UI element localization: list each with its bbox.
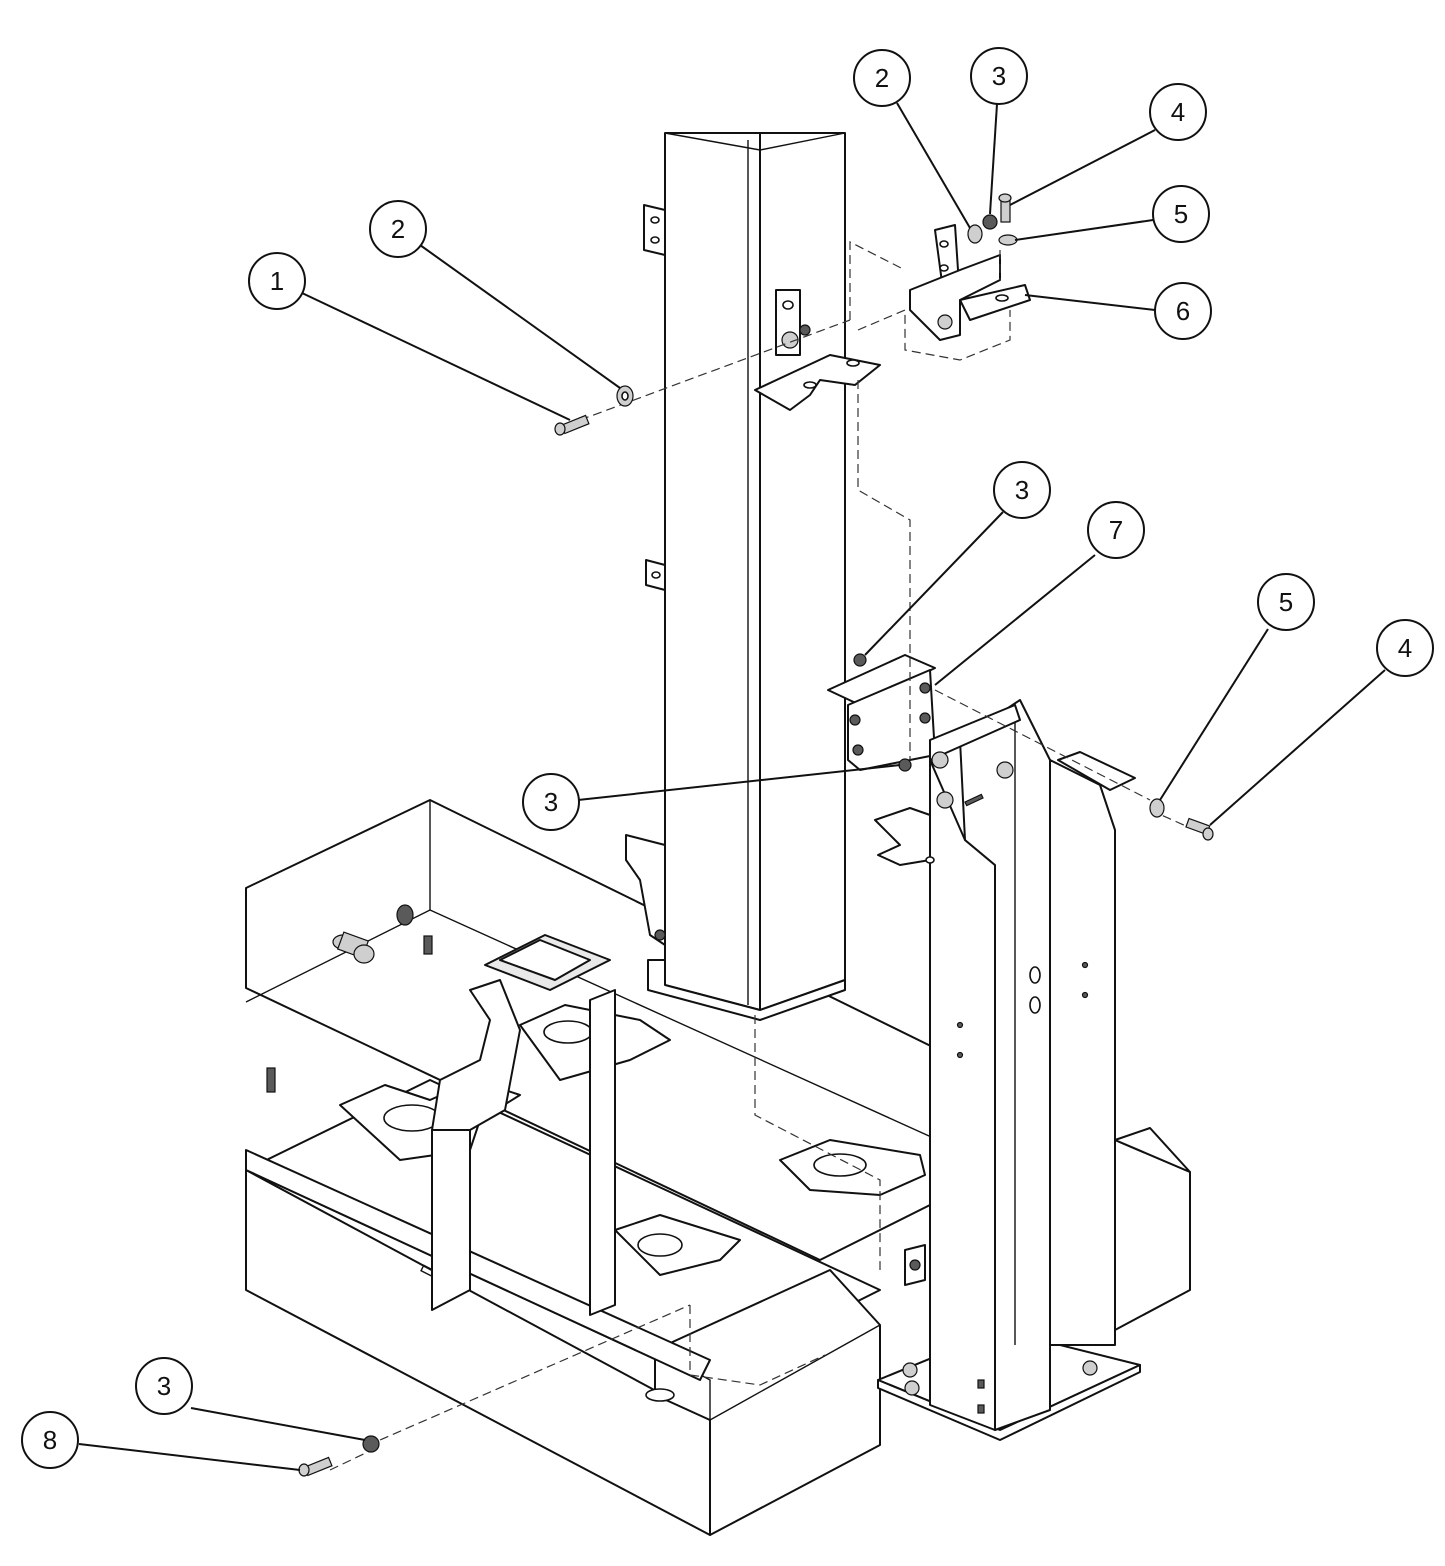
svg-text:3: 3: [992, 61, 1006, 91]
callout-balloon-5: 5: [1257, 573, 1315, 631]
callout-balloon-2: 2: [369, 200, 427, 258]
callout-balloon-3: 3: [993, 461, 1051, 519]
callout-balloon-8: 8: [21, 1411, 79, 1469]
callout-balloon-5: 5: [1152, 185, 1210, 243]
svg-text:5: 5: [1279, 587, 1293, 617]
washer-2-top: [967, 224, 983, 244]
svg-text:5: 5: [1174, 199, 1188, 229]
callout-leaders: [78, 102, 1386, 1471]
callout-balloon-3: 3: [522, 773, 580, 831]
bolt-4-top: [998, 193, 1012, 223]
callout-balloon-1: 1: [248, 252, 306, 310]
svg-text:3: 3: [157, 1371, 171, 1401]
callout-balloon-4: 4: [1149, 83, 1207, 141]
svg-text:2: 2: [391, 214, 405, 244]
bolt-4-right: [1185, 817, 1214, 841]
callout-balloon-3: 3: [135, 1357, 193, 1415]
bolt-1: [554, 414, 590, 436]
svg-text:4: 4: [1398, 633, 1412, 663]
nut-3-bottom: [362, 1435, 380, 1453]
mid-bracket: [827, 653, 936, 772]
callout-balloon-6: 6: [1154, 282, 1212, 340]
svg-text:3: 3: [544, 787, 558, 817]
svg-text:4: 4: [1171, 97, 1185, 127]
callout-balloon-2: 2: [853, 49, 911, 107]
callout-balloon-7: 7: [1087, 501, 1145, 559]
right-post: [874, 699, 1191, 1441]
support-frame: [431, 934, 616, 1316]
callout-balloon-3: 3: [970, 47, 1028, 105]
svg-text:2: 2: [875, 63, 889, 93]
washer-5-right: [1149, 798, 1165, 818]
callout-balloons: 1 2 2 3 4 5 6 3: [21, 47, 1434, 1469]
loose-hardware: [298, 193, 1214, 1477]
washer-5-top: [998, 234, 1018, 246]
upper-bracket: [909, 224, 1031, 341]
svg-text:3: 3: [1015, 475, 1029, 505]
svg-text:7: 7: [1109, 515, 1123, 545]
nut-3-top: [982, 214, 998, 230]
bolt-8: [298, 1456, 333, 1477]
svg-text:1: 1: [270, 266, 284, 296]
svg-text:8: 8: [43, 1425, 57, 1455]
callout-balloon-4: 4: [1376, 619, 1434, 677]
tall-column: [625, 132, 881, 1021]
pin-fitting: [332, 931, 375, 964]
svg-text:6: 6: [1176, 296, 1190, 326]
